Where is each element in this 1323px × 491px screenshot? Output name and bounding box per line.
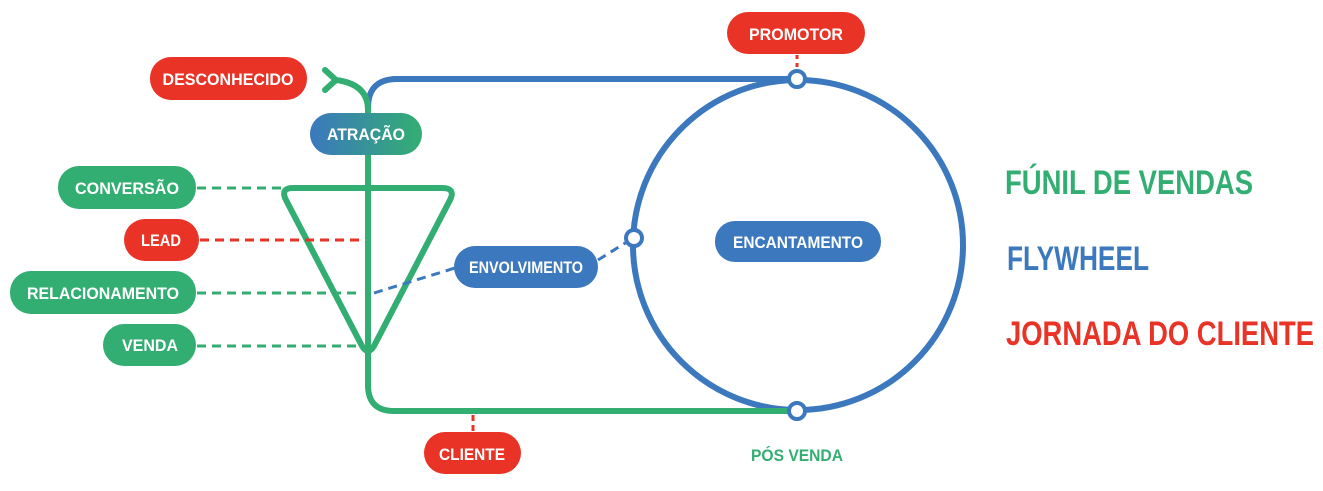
pill-venda: VENDA [103, 324, 196, 366]
pos-venda-node [787, 401, 807, 421]
svg-text:CONVERSÃO: CONVERSÃO [75, 178, 179, 198]
svg-text:ENCANTAMENTO: ENCANTAMENTO [733, 233, 863, 252]
funnel-path [322, 67, 800, 414]
svg-text:ATRAÇÃO: ATRAÇÃO [327, 124, 405, 144]
funnel-triangle [281, 185, 455, 354]
pill-atracao: ATRAÇÃO [310, 113, 422, 155]
promotor-node [787, 69, 807, 89]
svg-text:RELACIONAMENTO: RELACIONAMENTO [27, 284, 179, 303]
pill-promotor: PROMOTOR [727, 12, 865, 54]
svg-text:ENVOLVIMENTO: ENVOLVIMENTO [469, 258, 583, 277]
pill-desconhecido: DESCONHECIDO [150, 57, 307, 100]
envolvimento-connector-right [597, 238, 631, 262]
legend-flywheel: FLYWHEEL [1007, 240, 1149, 278]
pos-venda-label: PÓS VENDA [751, 446, 843, 465]
pill-encantamento: ENCANTAMENTO [715, 221, 881, 262]
pill-cliente: CLIENTE [424, 432, 521, 474]
pill-relacionamento: RELACIONAMENTO [10, 271, 196, 314]
legend-funil: FÚNIL DE VENDAS [1005, 164, 1253, 202]
svg-text:VENDA: VENDA [122, 336, 178, 355]
legend-jornada: JORNADA DO CLIENTE [1006, 315, 1314, 353]
pill-lead: LEAD [124, 219, 199, 261]
svg-text:DESCONHECIDO: DESCONHECIDO [163, 70, 294, 89]
svg-text:LEAD: LEAD [141, 231, 181, 250]
envolvimento-node [624, 228, 644, 248]
pill-conversao: CONVERSÃO [58, 166, 196, 209]
pill-envolvimento: ENVOLVIMENTO [454, 246, 598, 288]
svg-text:CLIENTE: CLIENTE [439, 445, 505, 464]
svg-text:PROMOTOR: PROMOTOR [749, 25, 843, 44]
